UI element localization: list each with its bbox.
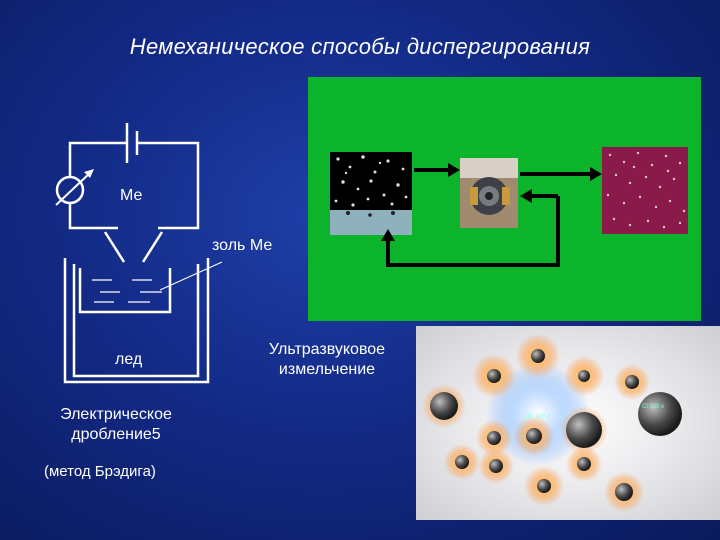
micro-tag-1: Cl 300 x — [642, 404, 664, 410]
label-bredig-method: (метод Брэдига) — [44, 463, 156, 480]
ultrasound-process-panel — [308, 77, 701, 321]
label-electric-crushing: Электрическое дробление5 — [41, 405, 191, 445]
inner-vessel — [72, 264, 200, 378]
label-sol-me: золь Ме — [212, 237, 273, 254]
ammeter-icon — [55, 169, 94, 206]
label-ice: лед — [115, 351, 143, 368]
electrode-left — [103, 231, 126, 263]
label-ultrasound-line1: Ультразвуковое — [268, 341, 386, 358]
cavitation-bubbles-image: Cl 300 x nC 300 x — [416, 326, 720, 520]
sol-pointer-line — [159, 261, 223, 291]
circuit-wire-right — [137, 141, 200, 230]
arrow-loop — [386, 196, 560, 267]
electrode-right — [141, 231, 164, 263]
label-electric-line2: дробление5 — [71, 426, 161, 443]
coarse-particles-image — [330, 152, 412, 235]
sol-vessel — [78, 268, 172, 314]
large-sphere — [638, 392, 682, 436]
label-ultrasound: Ультразвуковое измельчение — [242, 340, 412, 380]
glowing-spheres — [422, 334, 650, 512]
process-flow-svg — [330, 147, 688, 267]
sol-particles-image — [602, 147, 688, 234]
label-ultrasound-line2: измельчение — [278, 361, 376, 378]
micro-tag-2: nC 300 x — [526, 414, 550, 420]
bredig-circuit-diagram — [55, 123, 223, 384]
ultrasound-device-image — [460, 158, 518, 228]
label-me: Ме — [120, 187, 143, 204]
slide-title: Немеханическое способы диспергирования — [129, 34, 591, 59]
sol-liquid-dashes — [92, 279, 162, 303]
label-electric-line1: Электрическое — [60, 406, 172, 423]
outer-bath — [63, 258, 210, 384]
bubbles-svg: Cl 300 x nC 300 x — [422, 334, 682, 512]
